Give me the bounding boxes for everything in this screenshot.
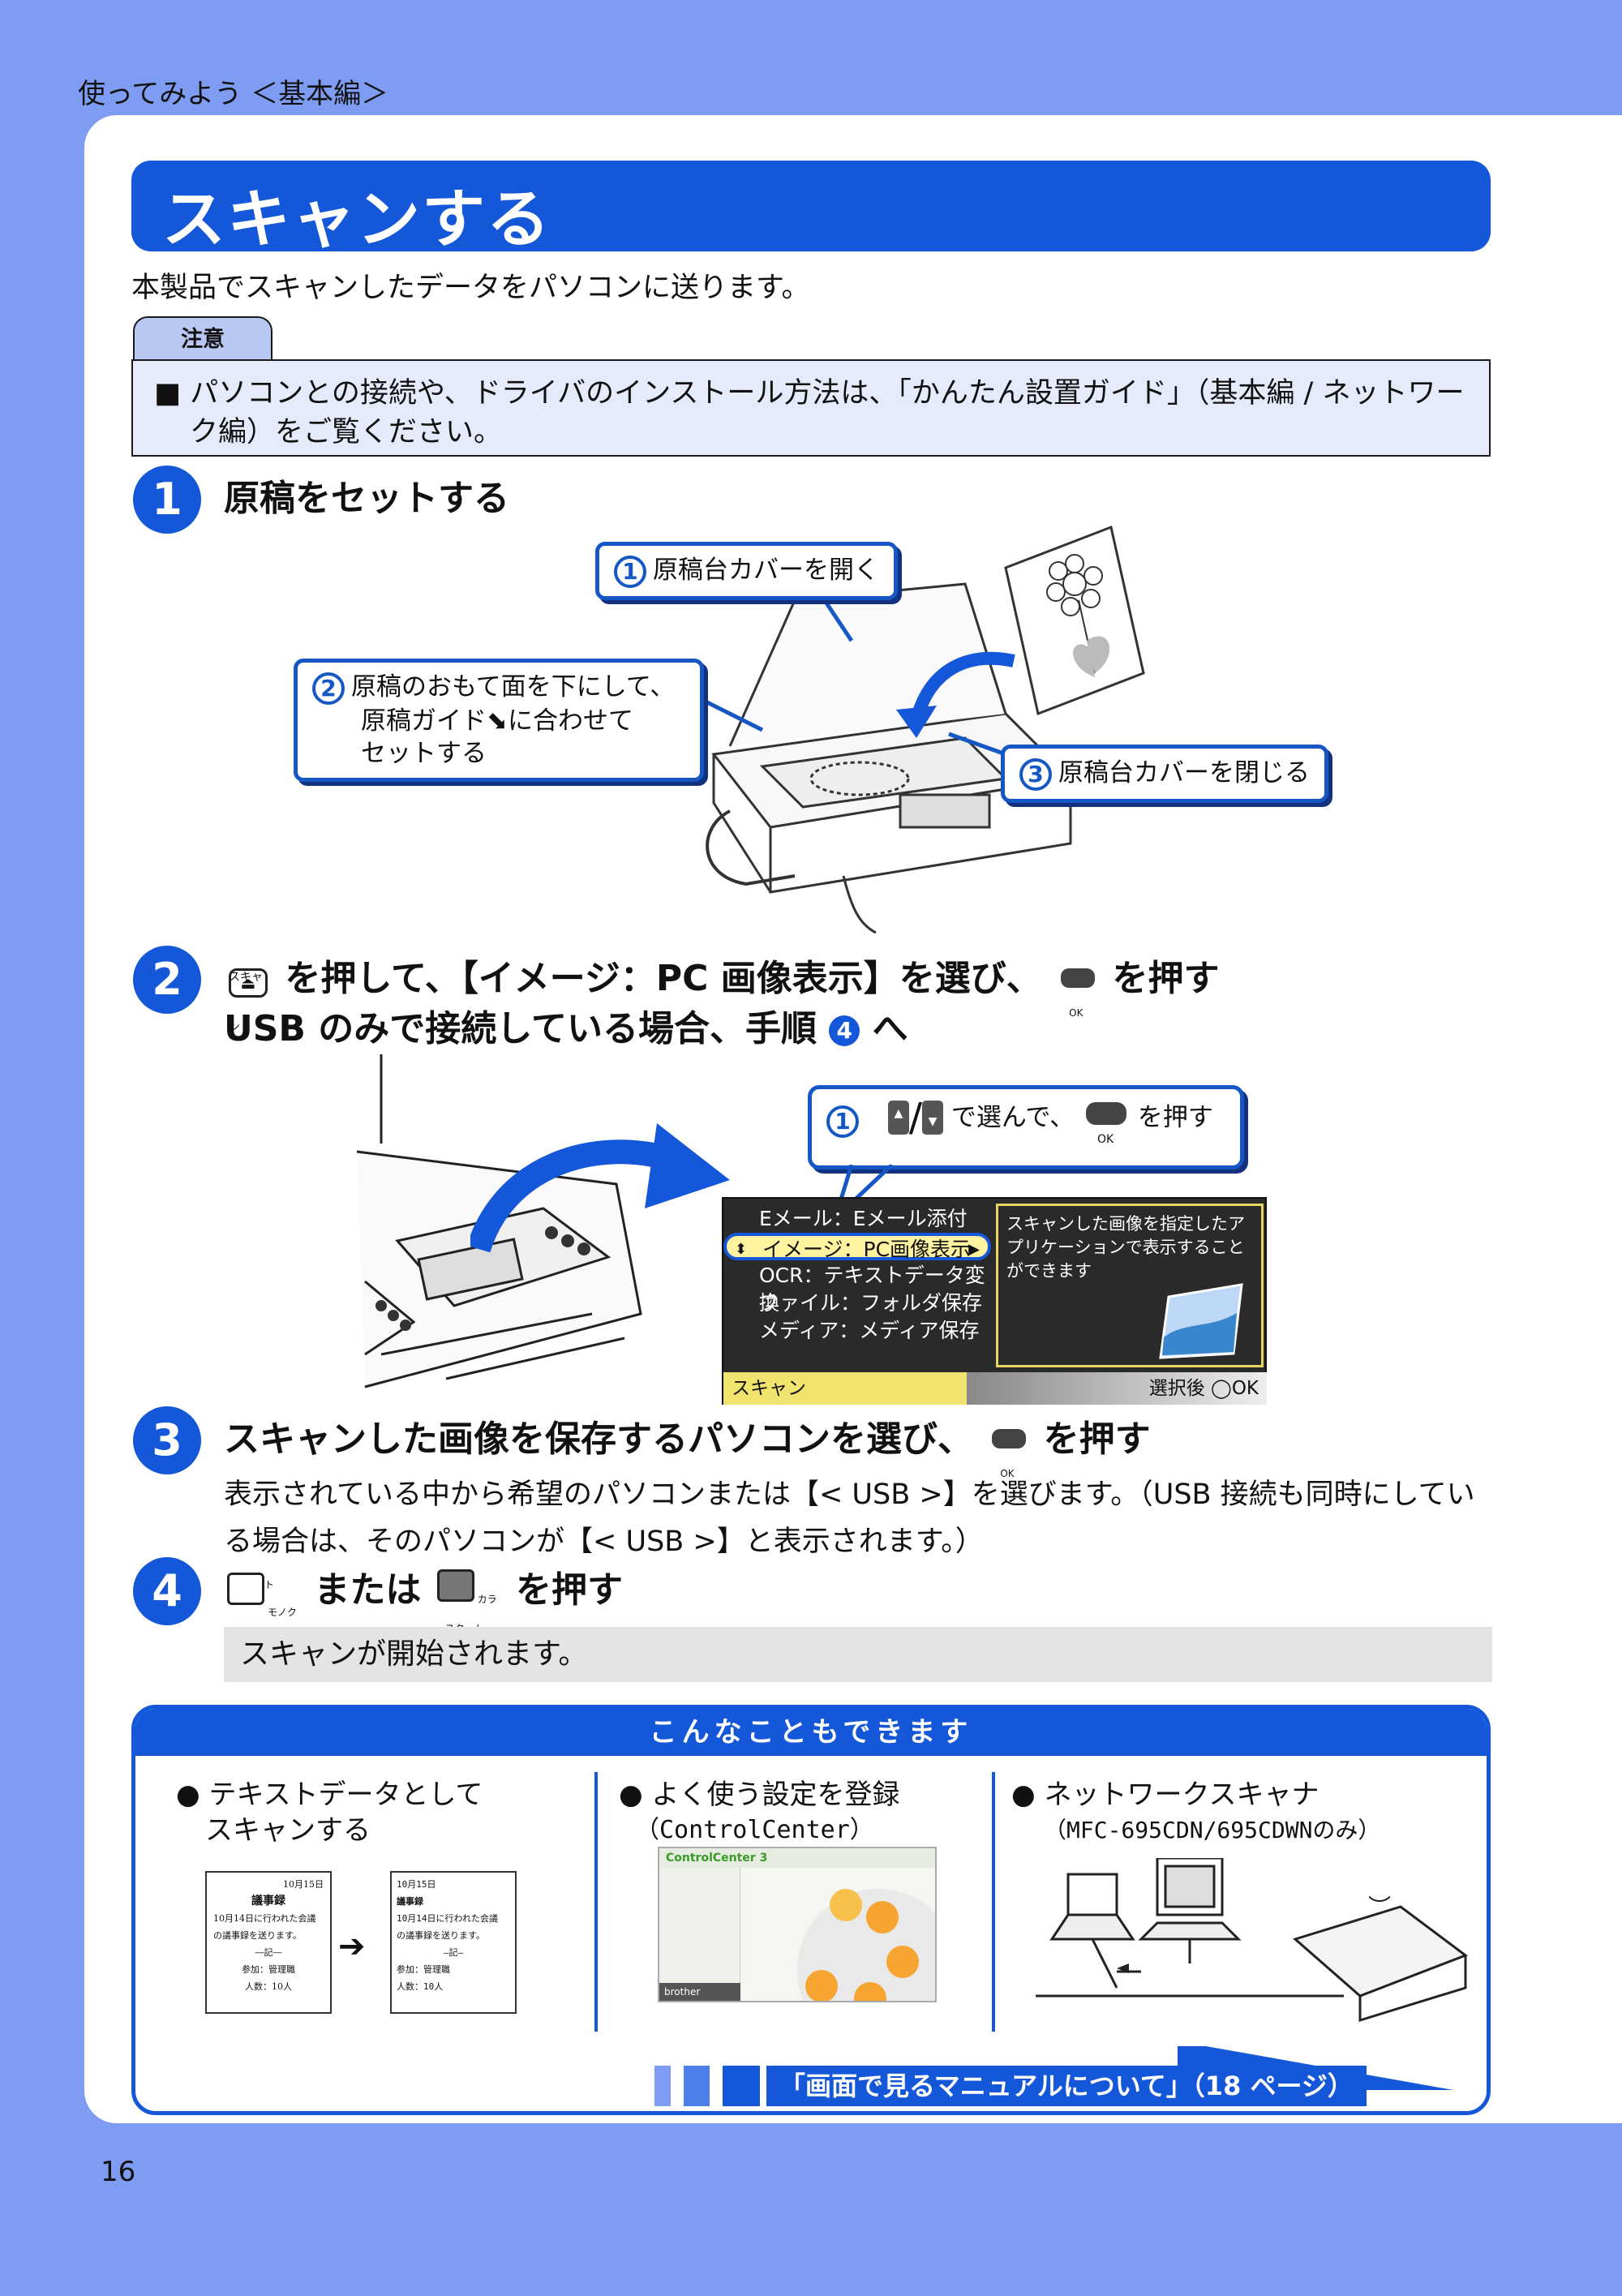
step-2-line1b: を押す (1112, 958, 1220, 999)
manual-link[interactable]: 「画面で見るマニュアルについて」（18 ページ） (766, 2066, 1367, 2106)
scan-key-icon: スキャン ⏏ (224, 960, 272, 1034)
step-2-line1a: を押して、【イメージ：PC 画像表示】を選び、 (285, 958, 1042, 999)
tips-box: こんなこともできます ● テキストデータとして スキャンする 10月15日 議事… (131, 1705, 1491, 2115)
guide-arrow-icon: ⬊ (487, 706, 508, 736)
step-4-title: スタート モノクロ または カラー スタート を押す (224, 1565, 623, 1668)
up-key-icon: ▲ (887, 1101, 909, 1135)
step-2-title: スキャン ⏏ を押して、【イメージ：PC 画像表示】を選び、 OK を押す US… (224, 954, 1219, 1054)
callout-3-number: 3 (1019, 757, 1052, 791)
callout-2-line1: 原稿のおもて面を下にして、 (351, 672, 676, 702)
step-3-title: スキャンした画像を保存するパソコンを選び、 OK を押す (224, 1414, 1151, 1479)
step-4-number: 4 (133, 1557, 201, 1625)
lcd-footer-ok: OK (1231, 1378, 1259, 1399)
arrow-right-icon: ▶ (968, 1241, 980, 1258)
tips-col1-line1: ● テキストデータとして (176, 1779, 483, 1811)
doc-after: 10月15日 議事録 10月14日に行われた会議 の議事録を送ります。 ―記― … (390, 1871, 517, 2014)
ok-key-icon-callout: OK (1083, 1097, 1130, 1146)
step-1-title: 原稿をセットする (224, 478, 509, 519)
step-3-title-a: スキャンした画像を保存するパソコンを選び、 (224, 1418, 973, 1460)
tips-col2-line1: ● よく使う設定を登録 (619, 1779, 900, 1811)
step-1-number: 1 (133, 466, 201, 534)
mono-start-key-icon: スタート モノクロ (224, 1568, 302, 1668)
control-center-title: ControlCenter 3 (659, 1848, 935, 1868)
lead-text: 本製品でスキャンしたデータをパソコンに送ります。 (131, 272, 810, 304)
tips-col3-line1: ● ネットワークスキャナ (1011, 1779, 1319, 1811)
step-4-result: スキャンが開始されます。 (224, 1627, 1492, 1682)
color-start-key-icon: カラー スタート (434, 1568, 504, 1655)
ok-key-icon-step3: OK (985, 1421, 1031, 1479)
step-ref-badge: 4 (829, 1015, 860, 1046)
manual-link-decoration (654, 2046, 1453, 2106)
lcd-item-media[interactable]: メディア：メディア保存 (759, 1319, 980, 1342)
callout-pointers-step1 (696, 590, 1006, 757)
step-2-number: 2 (133, 946, 201, 1014)
arrow-right-icon: ➔ (338, 1928, 366, 1965)
lcd-item-image-selected[interactable]: ⬍ イメージ：PC画像表示 ▶ (723, 1233, 991, 1261)
page-number: 16 (101, 2156, 136, 2188)
callout-2-number: 2 (312, 672, 345, 705)
step-3-title-b: を押す (1043, 1418, 1151, 1460)
step-4-mid: または (314, 1569, 422, 1611)
doc-before: 10月15日 議事録 10月14日に行われた会議 の議事録を送ります。 ―記― … (205, 1871, 332, 2014)
callout-2-line3: セットする (361, 738, 487, 768)
ok-circle-icon: ◯ (1211, 1378, 1232, 1399)
down-key-icon: ▼ (922, 1101, 944, 1135)
tips-col3-line2: （MFC-695CDN/695CDWNのみ） (1044, 1817, 1381, 1843)
tips-col1-line2: スキャンする (205, 1814, 371, 1847)
callout-2-line2b: に合わせて (507, 706, 633, 736)
lcd-screen: Eメール：Eメール添付 ⬍ イメージ：PC画像表示 ▶ OCR：テキストデータ変… (722, 1197, 1267, 1405)
tips-col2-line2: （ControlCenter） (635, 1816, 874, 1844)
lcd-footer-right: 選択後 ◯OK (967, 1372, 1267, 1405)
callout-2-line2a: 原稿ガイド (361, 706, 487, 736)
step-2-line2b: へ (872, 1008, 908, 1049)
callout-1-number: 1 (614, 555, 646, 588)
mfc-panel-illustration (356, 1054, 642, 1388)
tips-col-network-scanner: ● ネットワークスキャナ （MFC-695CDN/695CDWNのみ） (1011, 1777, 1380, 1848)
tips-header: こんなこともできます (135, 1709, 1487, 1756)
close-cover-arrow (896, 651, 1015, 738)
step-4-end: を押す (515, 1569, 623, 1611)
lcd-info-text: スキャンした画像を指定したアプリケーションで表示することができます (1006, 1214, 1245, 1281)
ok-key-icon: OK (1054, 960, 1100, 1019)
tips-col-control-center: ● よく使う設定を登録 （ControlCenter） (619, 1777, 899, 1848)
control-center-screenshot: ControlCenter 3 brother (658, 1847, 937, 2002)
slash: / (908, 1095, 923, 1140)
caution-text: ■ パソコンとの接続や、ドライバのインストール方法は、「かんたん設置ガイド」（基… (154, 377, 1465, 448)
callout-3-text: 原稿台カバーを閉じる (1058, 758, 1310, 788)
step-2-line2a: USB のみで接続している場合、手順 (224, 1008, 817, 1049)
lcd-item-email[interactable]: Eメール：Eメール添付 (759, 1207, 968, 1230)
page-title: スキャンする (162, 183, 552, 256)
control-center-sidebar (659, 1868, 740, 1986)
caution-tab: 注意 (133, 316, 272, 360)
breadcrumb: 使ってみよう ＜基本編＞ (78, 78, 389, 110)
title-bar: スキャンする (131, 161, 1491, 256)
tips-col-text: ● テキストデータとして スキャンする (176, 1777, 483, 1848)
step-3-body: 表示されている中から希望のパソコンまたは【< USB >】を選びます。（USB … (224, 1478, 1475, 1558)
picture-icon (1159, 1283, 1243, 1359)
callout-1-text: 原稿台カバーを開く (653, 556, 879, 585)
updown-icon: ⬍ (735, 1241, 748, 1258)
smile-face-icon: ︶ (1368, 1894, 1391, 1920)
lcd-info-panel: スキャンした画像を指定したアプリケーションで表示することができます (996, 1204, 1264, 1367)
flower-document (1004, 525, 1145, 716)
callout-select-ok: 1 ▲/▼ で選んで、 OK を押す (808, 1085, 1244, 1169)
callout-select-text2: を押す (1137, 1103, 1213, 1132)
tips-divider-1 (594, 1772, 598, 2032)
caution-box: ■ パソコンとの接続や、ドライバのインストール方法は、「かんたん設置ガイド」（基… (131, 359, 1491, 457)
lcd-item-file[interactable]: ファイル：フォルダ保存 (759, 1291, 983, 1315)
network-illustration: ︶ (1036, 1858, 1469, 2023)
control-center-buttons (797, 1889, 935, 2001)
brother-logo: brother (659, 1983, 740, 2001)
lcd-footer-scan: スキャン (723, 1372, 967, 1405)
tips-divider-2 (992, 1772, 995, 2032)
to-lcd-arrow (470, 1123, 730, 1253)
lcd-footer-select: 選択後 (1148, 1378, 1205, 1399)
step-3-number: 3 (133, 1406, 201, 1474)
callout-select-text1: で選んで、 (950, 1103, 1075, 1132)
callout-select-number: 1 (826, 1105, 859, 1138)
lcd-item-ocr[interactable]: OCR：テキストデータ変換 (759, 1264, 985, 1315)
